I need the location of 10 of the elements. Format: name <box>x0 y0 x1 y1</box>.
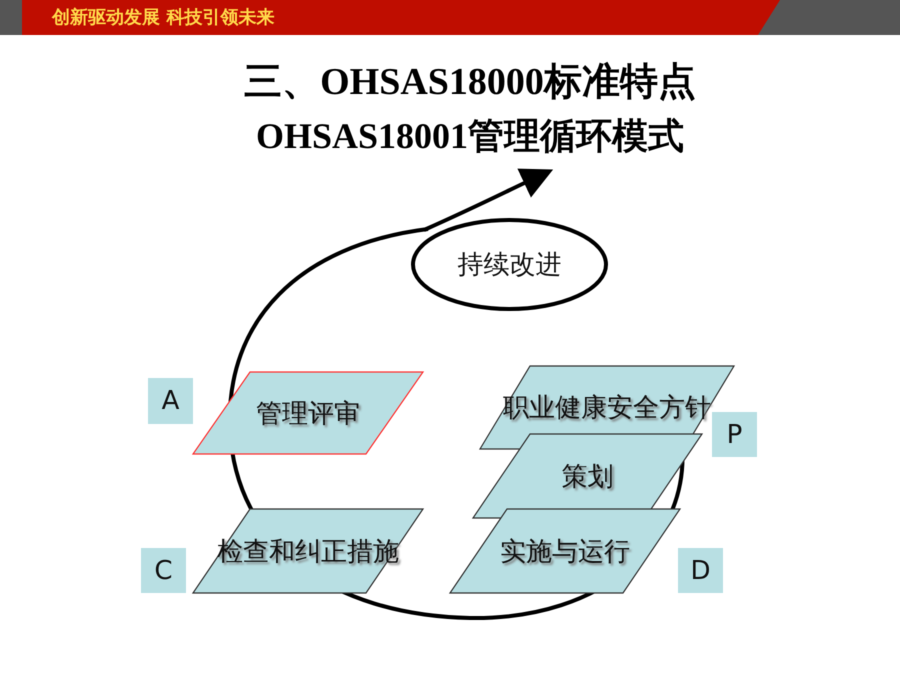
title: 三、OHSAS18000标准特点 <box>243 60 697 105</box>
subtitle: OHSAS18001管理循环模式 <box>254 115 686 158</box>
stage-letter: P <box>712 412 757 457</box>
process-parallelogram: 管理评审 <box>193 372 423 454</box>
stage-letter: D <box>678 548 723 593</box>
stage-letter: C <box>141 548 186 593</box>
process-parallelogram: 实施与运行 <box>450 509 680 593</box>
ellipse-node: 持续改进 <box>411 218 608 311</box>
slogan: 创新驱动发展 科技引领未来 <box>52 6 274 29</box>
stage-letter: A <box>148 378 193 424</box>
